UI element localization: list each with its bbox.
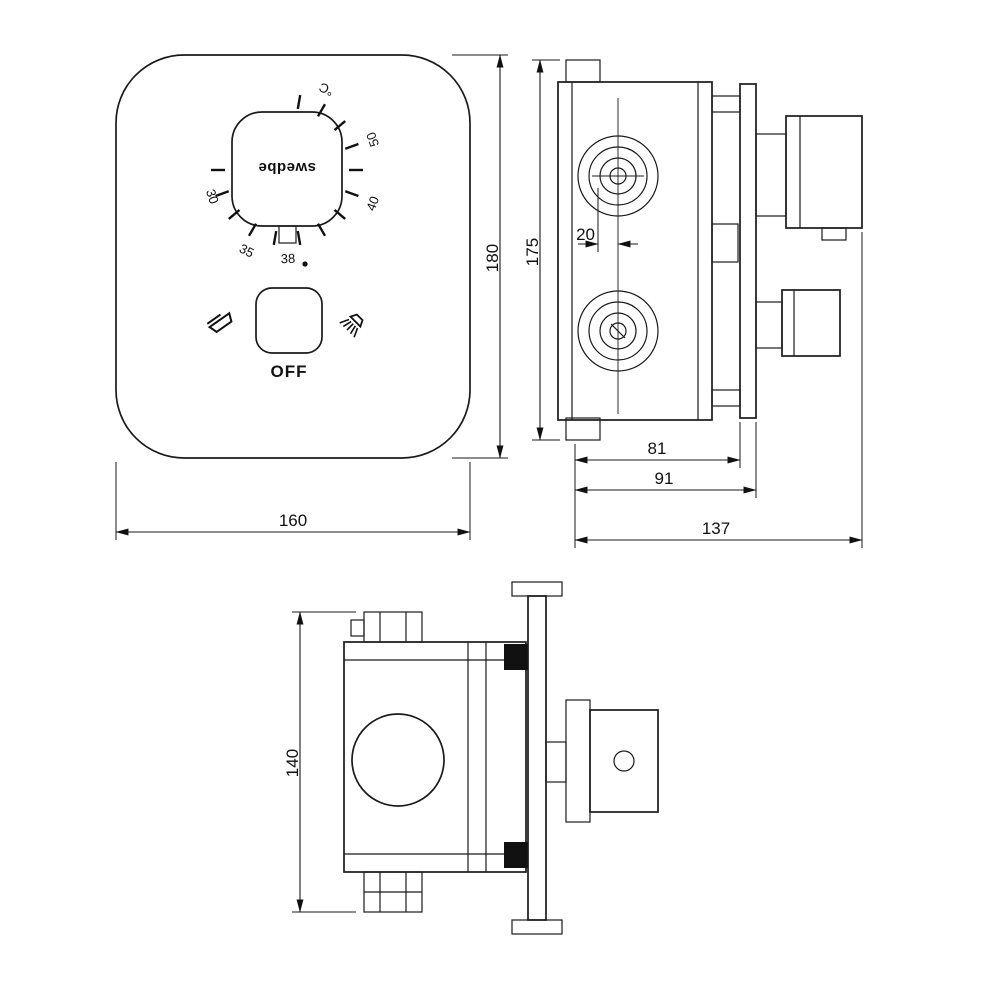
temperature-dial: °C 50 40 38 35 30 swedbe <box>203 79 382 267</box>
off-label: OFF <box>271 362 308 381</box>
dial-tick <box>215 190 230 198</box>
handle-body <box>785 115 863 229</box>
dim-front-height: 180 <box>452 54 508 459</box>
dim-bottom-height: 140 <box>283 611 356 913</box>
dial-label-38: 38 <box>280 251 295 266</box>
dial-tick <box>228 208 241 220</box>
faceplate-edge <box>527 595 547 921</box>
faceplate-cap <box>511 919 563 935</box>
faceplate-cap <box>511 581 563 597</box>
handle-tab <box>821 227 847 241</box>
dial-label-35: 35 <box>237 241 257 261</box>
handle-stem <box>755 301 783 349</box>
dim-label-91: 91 <box>655 469 674 488</box>
shower-icon-spray <box>339 318 350 324</box>
port-slot-line <box>610 323 626 339</box>
dim-body-depth: 81 <box>574 422 741 548</box>
dial-tick <box>333 208 346 220</box>
dim-label-180: 180 <box>483 244 502 272</box>
mounting-block <box>504 842 528 868</box>
mode-handle-side <box>755 289 841 357</box>
faceplate-edge <box>739 83 757 419</box>
bottom-rail <box>711 389 741 407</box>
port-circle <box>588 301 648 361</box>
front-view: °C 50 40 38 35 30 swedbe OFF <box>115 54 508 540</box>
dim-port-offset: 20 <box>576 188 638 252</box>
mode-knob <box>255 287 323 354</box>
handle-body <box>589 709 659 813</box>
port-circle <box>599 312 637 350</box>
bottom-view: 140 <box>283 581 659 935</box>
dial-tick <box>296 94 302 110</box>
dial-tick <box>316 223 327 237</box>
top-rail <box>711 95 741 113</box>
handle-collar <box>565 699 591 823</box>
top-notch <box>350 619 365 637</box>
dial-tick <box>333 120 346 132</box>
top-boss <box>363 611 423 643</box>
dim-label-140: 140 <box>283 749 302 777</box>
dial-index-tab <box>278 225 297 244</box>
mid-lug <box>711 223 739 263</box>
dim-label-175: 175 <box>523 238 542 266</box>
port-circle <box>577 290 659 372</box>
dial-safety-stop-dot <box>302 261 308 267</box>
dial-tick <box>296 230 302 246</box>
bath-icon <box>206 311 233 334</box>
handle-bottom-view <box>545 699 659 823</box>
brand-text: swedbe <box>258 159 316 176</box>
bath-icon-tub <box>207 311 233 334</box>
valve-boss-circle <box>351 713 445 807</box>
dim-label-137: 137 <box>702 519 730 538</box>
dial-tick <box>247 223 258 237</box>
top-boss <box>565 59 601 83</box>
upper-port <box>577 135 659 217</box>
port-circle <box>599 157 637 195</box>
bottom-boss <box>565 417 601 441</box>
dial-label-50: 50 <box>363 130 382 149</box>
bath-icon-rim <box>206 313 221 325</box>
dim-side-height: 175 <box>523 59 560 441</box>
mode-selector: OFF <box>206 287 364 381</box>
side-view: 20 175 81 <box>523 59 863 548</box>
shower-icon <box>339 313 364 338</box>
mounting-block <box>504 644 528 670</box>
handle-screw-hole <box>613 750 635 772</box>
temperature-handle-side <box>755 115 863 241</box>
valve-body-outline <box>343 641 527 873</box>
dim-front-width: 160 <box>115 462 471 540</box>
dim-label-160: 160 <box>279 511 307 530</box>
dial-label-30: 30 <box>203 187 222 205</box>
dial-unit-label: °C <box>316 79 336 99</box>
dim-label-81: 81 <box>648 439 667 458</box>
port-circle <box>588 146 648 206</box>
shower-icon-head <box>348 313 364 329</box>
dim-overall-depth: 137 <box>574 232 863 548</box>
dial-tick <box>272 230 278 246</box>
dial-tick <box>344 190 359 198</box>
handle-stem <box>545 741 567 783</box>
shower-icon-spray <box>349 325 357 335</box>
dial-tick <box>344 142 359 150</box>
port-circle <box>577 135 659 217</box>
shower-icon-spray <box>346 323 354 331</box>
shower-icon-spray <box>353 327 359 338</box>
dim-label-20: 20 <box>576 225 595 244</box>
dim-with-flange-depth: 91 <box>574 422 757 498</box>
dial-tick <box>316 103 327 117</box>
shower-icon-spray <box>342 320 352 328</box>
port-circle <box>609 322 627 340</box>
lower-port <box>577 290 659 372</box>
faceplate-outline <box>115 54 471 459</box>
handle-body <box>781 289 841 357</box>
handle-stem <box>755 133 787 217</box>
port-circle <box>609 167 627 185</box>
dial-label-40: 40 <box>363 194 382 213</box>
valve-body-outline <box>557 81 713 421</box>
